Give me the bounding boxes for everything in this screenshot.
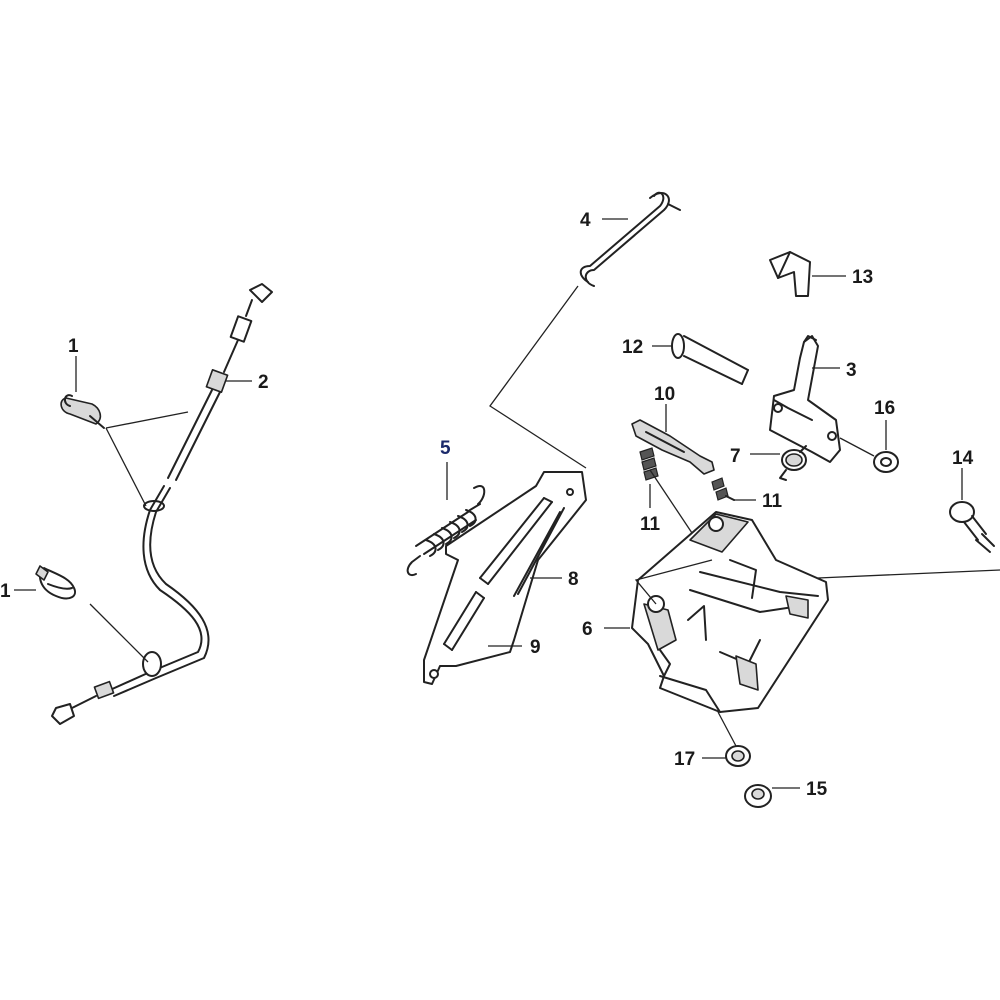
rod[interactable]	[579, 191, 681, 287]
small-spring-right[interactable]	[711, 477, 735, 501]
leader-14-axis	[817, 569, 1000, 579]
callout-10: 10	[654, 384, 675, 405]
callout-16: 16	[874, 398, 895, 419]
spring[interactable]	[406, 485, 486, 576]
bolt[interactable]	[671, 333, 749, 385]
washer[interactable]	[873, 451, 899, 473]
cable-clip-lower[interactable]	[35, 565, 76, 600]
callout-14: 14	[952, 448, 974, 469]
pin[interactable]	[949, 501, 995, 553]
leader-1b	[89, 603, 149, 663]
leader-4-rod	[489, 285, 587, 469]
lever-arm[interactable]	[769, 335, 841, 463]
callout-3: 3	[846, 360, 857, 381]
callout-5: 5	[440, 438, 451, 459]
callout-11-right: 11	[762, 491, 783, 512]
leader-6-axis	[634, 559, 713, 605]
torsion-spring[interactable]	[779, 445, 807, 481]
callout-15: 15	[806, 779, 828, 800]
callout-13: 13	[852, 267, 873, 288]
callout-7: 7	[730, 446, 741, 467]
cable-clip-upper[interactable]	[60, 394, 105, 429]
leader-1a-2	[105, 427, 147, 507]
callout-4: 4	[580, 210, 591, 231]
leader-17-axis	[717, 711, 737, 747]
leader-1a	[105, 411, 189, 429]
base-bracket[interactable]	[631, 511, 829, 713]
callout-12: 12	[622, 337, 643, 358]
callout-17: 17	[674, 749, 695, 770]
callout-9: 9	[530, 637, 541, 658]
nut[interactable]	[744, 784, 772, 808]
small-spring-left[interactable]	[639, 447, 659, 481]
end-cap[interactable]	[769, 251, 811, 297]
control-cable[interactable]	[51, 283, 273, 725]
callout-8: 8	[568, 569, 579, 590]
grommet[interactable]	[725, 745, 751, 767]
callout-1-upper: 1	[68, 336, 79, 357]
callout-1-lower: 1	[0, 581, 11, 602]
callout-6: 6	[582, 619, 593, 640]
callout-11-left: 11	[640, 514, 661, 535]
leader-16-axis	[839, 437, 875, 457]
callout-2: 2	[258, 372, 269, 393]
slide-plate[interactable]	[423, 471, 587, 685]
lever-bracket[interactable]	[631, 419, 715, 475]
